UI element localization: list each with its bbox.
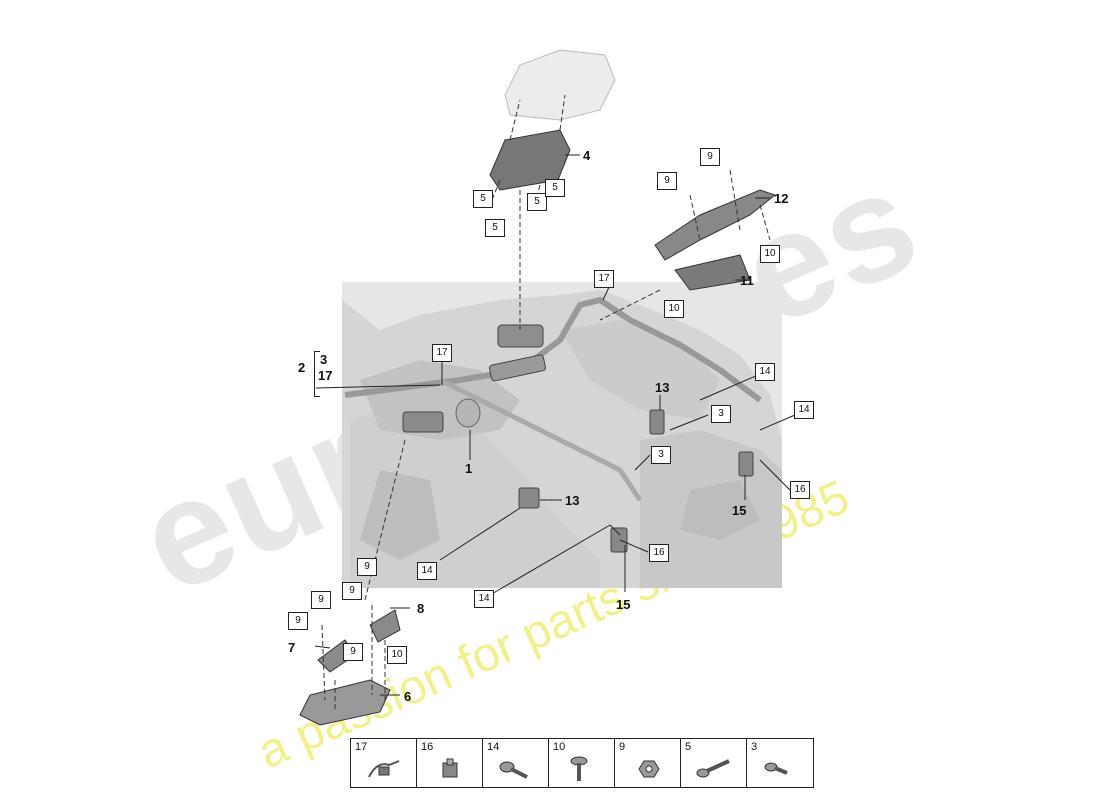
short-screw-icon bbox=[764, 762, 788, 775]
boxed-callout-17: 17 bbox=[432, 344, 452, 362]
callout-7: 7 bbox=[288, 640, 296, 655]
airbag-module-6 bbox=[299, 679, 391, 726]
knee-airbag-module bbox=[402, 411, 444, 433]
fastener-legend: 17 16 14 10 bbox=[350, 738, 814, 788]
boxed-callout-9: 9 bbox=[311, 591, 331, 609]
boxed-callout-9: 9 bbox=[343, 643, 363, 661]
module-cover-ghost bbox=[504, 49, 616, 121]
callout-11: 11 bbox=[740, 273, 754, 288]
legend-number: 10 bbox=[553, 741, 566, 753]
boxed-callout-9: 9 bbox=[700, 148, 720, 166]
callout-2: 2 bbox=[298, 360, 306, 375]
boxed-callout-5: 5 bbox=[527, 193, 547, 211]
legend-cell: 5 bbox=[681, 739, 747, 787]
boxed-callout-10: 10 bbox=[664, 300, 684, 318]
boxed-callout-9: 9 bbox=[288, 612, 308, 630]
legend-cell: 16 bbox=[417, 739, 483, 787]
boxed-callout-10: 10 bbox=[760, 245, 780, 263]
legend-number: 17 bbox=[355, 741, 368, 753]
boxed-callout-14: 14 bbox=[417, 562, 437, 580]
hex-nut-icon bbox=[638, 760, 660, 778]
flange-bolt-icon bbox=[570, 756, 588, 781]
wiring-clip-icon bbox=[368, 760, 400, 778]
callout-2-sub-3: 3 bbox=[320, 352, 328, 367]
callout-13-upper: 13 bbox=[655, 380, 670, 395]
legend-cell: 17 bbox=[351, 739, 417, 787]
boxed-callout-14: 14 bbox=[794, 401, 814, 419]
boxed-callout-5: 5 bbox=[545, 179, 565, 197]
boxed-callout-5: 5 bbox=[473, 190, 493, 208]
boxed-callout-9: 9 bbox=[342, 582, 362, 600]
legend-number: 14 bbox=[487, 741, 500, 753]
airbag-module-4 bbox=[489, 129, 571, 191]
callout-1: 1 bbox=[465, 461, 473, 476]
legend-number: 3 bbox=[751, 741, 758, 753]
clip-nut-icon bbox=[442, 758, 458, 778]
callout-12: 12 bbox=[774, 191, 789, 206]
boxed-callout-16: 16 bbox=[790, 481, 810, 499]
callout-15-right: 15 bbox=[732, 503, 747, 518]
legend-cell: 9 bbox=[615, 739, 681, 787]
callout-6: 6 bbox=[404, 689, 412, 704]
vehicle-interior-illustration bbox=[342, 282, 782, 588]
bracket-12 bbox=[654, 189, 777, 261]
legend-cell: 14 bbox=[483, 739, 549, 787]
legend-cell: 3 bbox=[747, 739, 813, 787]
boxed-callout-3: 3 bbox=[651, 446, 671, 464]
boxed-callout-14: 14 bbox=[474, 590, 494, 608]
boxed-callout-10: 10 bbox=[387, 646, 407, 664]
callout-2-bracket bbox=[314, 351, 320, 397]
boxed-callout-9: 9 bbox=[357, 558, 377, 576]
legend-number: 9 bbox=[619, 741, 626, 753]
boxed-callout-9: 9 bbox=[657, 172, 677, 190]
callout-15-lower: 15 bbox=[616, 597, 631, 612]
legend-number: 16 bbox=[421, 741, 434, 753]
callout-4: 4 bbox=[583, 148, 591, 163]
legend-number: 5 bbox=[685, 741, 692, 753]
boxed-callout-16: 16 bbox=[649, 544, 669, 562]
boxed-callout-5: 5 bbox=[485, 219, 505, 237]
callout-13-lower: 13 bbox=[565, 493, 580, 508]
centre-airbag-module bbox=[497, 324, 544, 348]
long-bolt-icon bbox=[499, 761, 528, 779]
bracket-8 bbox=[369, 609, 401, 643]
legend-cell: 10 bbox=[549, 739, 615, 787]
boxed-callout-3: 3 bbox=[711, 405, 731, 423]
callout-2-sub-17: 17 bbox=[318, 368, 333, 383]
screw-icon bbox=[696, 759, 730, 778]
callout-8: 8 bbox=[417, 601, 425, 616]
boxed-callout-14: 14 bbox=[755, 363, 775, 381]
boxed-callout-17: 17 bbox=[594, 270, 614, 288]
